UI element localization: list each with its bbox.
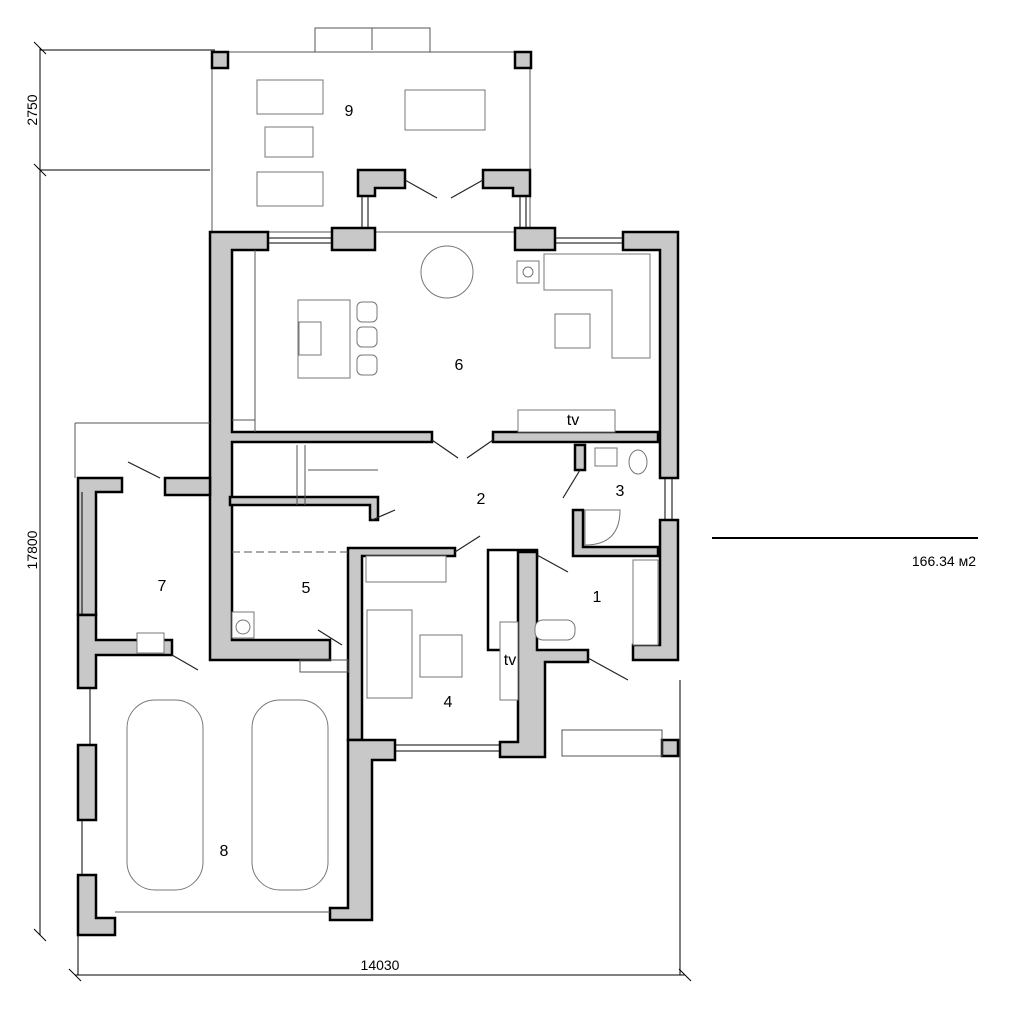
toilet-icon [628,449,648,475]
doors [127,179,629,681]
room-label-7: 7 [158,578,167,595]
appliance-icon [136,632,165,654]
coffee-table-icon [554,313,591,349]
room-label-3: 3 [616,483,625,500]
wardrobe-icon [632,559,659,646]
bench-icon [534,619,576,641]
round-table-icon [420,245,474,299]
dimension-total-width: 14030 [361,957,400,973]
washbasin-icon [594,447,618,467]
tv-stand-icon [499,621,519,701]
tv-label: tv [567,412,579,429]
stairs-icon [296,445,378,505]
dining-table-icon [404,89,486,131]
corner-sofa-icon [543,253,651,359]
sofa-icon [366,609,413,699]
stool-icon [356,301,378,323]
table-icon [264,126,314,158]
dimension-terrace-depth: 2750 [24,94,40,125]
room-label-5: 5 [302,580,311,597]
total-area: 166.34 м2 [912,553,976,569]
car-icon [126,699,204,891]
tv-label: tv [504,652,516,669]
room-label-6: 6 [455,357,464,374]
room-label-1: 1 [593,589,602,606]
sofa-icon [256,171,324,207]
room-labels: 1 2 3 4 5 6 7 8 9 tv tv [158,103,625,860]
dimension-lines [33,41,692,982]
room-label-8: 8 [220,843,229,860]
tv-stand-icon [517,409,616,433]
windows [81,196,673,875]
stool-icon [356,326,378,348]
car-icon [251,699,329,891]
kitchen-island-icon [297,299,351,379]
stool-icon [356,354,378,376]
room-label-9: 9 [345,103,354,120]
wardrobe-icon [365,555,447,583]
terrace [210,27,533,233]
furniture [74,245,663,913]
shower-icon [584,509,621,546]
coffee-table-icon [419,634,463,678]
room-label-4: 4 [444,694,453,711]
sofa-icon [256,79,324,115]
sink-icon [298,321,322,356]
room-label-2: 2 [477,491,486,508]
dimension-total-depth: 17800 [24,530,40,569]
